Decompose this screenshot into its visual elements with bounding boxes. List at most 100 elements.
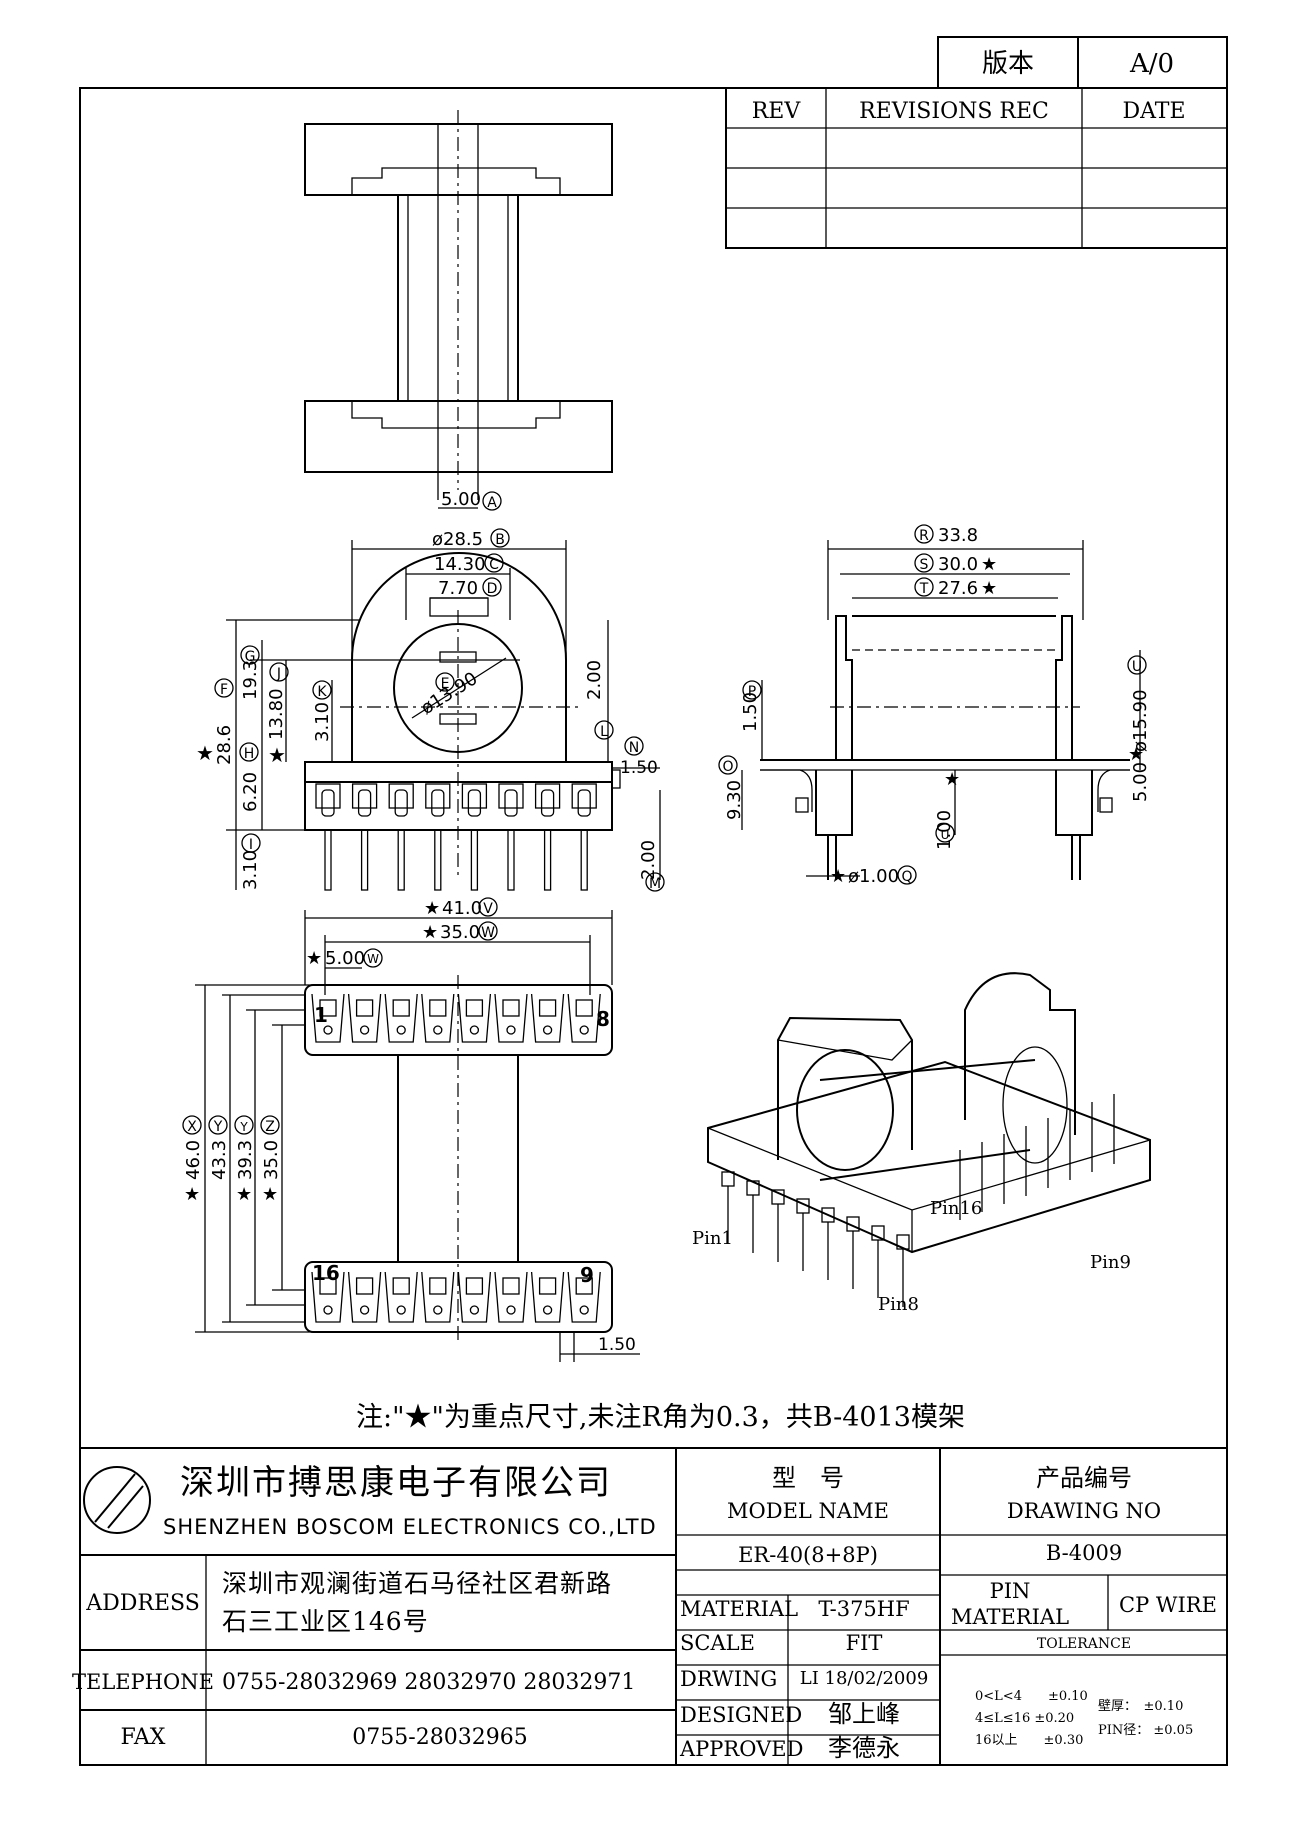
pin-hole xyxy=(542,1025,553,1035)
svg-text:★: ★ xyxy=(424,898,440,919)
tolerance-row2: 4≤L≤16 ±0.20 xyxy=(975,1711,1074,1726)
model-value: ER-40(8+8P) xyxy=(738,1543,878,1567)
pin-8-label: 8 xyxy=(596,1007,610,1031)
pin-slot xyxy=(421,1271,455,1323)
revision-value: A/0 xyxy=(1129,49,1174,79)
dim-u-value: ø15.90 xyxy=(1130,689,1151,752)
pin-head xyxy=(431,789,445,817)
svg-text:★: ★ xyxy=(236,1184,252,1205)
svg-text:N: N xyxy=(629,740,639,756)
pin-pad xyxy=(575,999,593,1017)
revision-box: 版本 A/0 xyxy=(937,36,1228,89)
pin-pad xyxy=(319,1277,337,1295)
telephone-label: TELEPHONE xyxy=(72,1670,214,1694)
svg-text:X: X xyxy=(187,1119,197,1135)
pin-material-label-1: PIN xyxy=(990,1579,1031,1603)
drawing-label-en: DRAWING NO xyxy=(1007,1499,1161,1523)
revision-label: 版本 xyxy=(982,49,1034,79)
dim-i-value: 3.10 xyxy=(240,850,261,890)
drawing-no-value: B-4009 xyxy=(1046,1541,1122,1565)
svg-text:★: ★ xyxy=(944,769,960,790)
svg-text:P: P xyxy=(748,684,756,700)
dim-y1-value: 39.3 xyxy=(235,1140,256,1180)
date-col-header: DATE xyxy=(1122,99,1185,124)
pin-head xyxy=(357,789,372,817)
svg-text:S: S xyxy=(920,557,929,573)
pin-hole xyxy=(359,1305,370,1315)
dim-d-value: 7.70 xyxy=(438,578,478,599)
dim-b-value: ø28.5 xyxy=(432,529,483,550)
note-text: 注:"★"为重点尺寸,未注R角为0.3，共B-4013模架 xyxy=(356,1402,965,1433)
dim-bottom-gap: 1.50 xyxy=(598,1335,636,1355)
pin-slot xyxy=(530,993,565,1043)
pin-socket xyxy=(461,783,488,809)
svg-text:T: T xyxy=(919,581,929,597)
pin-hole xyxy=(433,1025,443,1035)
svg-text:★: ★ xyxy=(981,554,997,575)
pin-slot xyxy=(311,1271,345,1323)
dim-j-value: 13.80 xyxy=(266,688,287,740)
approved-value: 李德永 xyxy=(828,1734,900,1762)
dim-t-value: 27.6 xyxy=(938,578,978,599)
svg-text:L: L xyxy=(600,724,608,740)
pin-head xyxy=(540,789,555,817)
pin-hole xyxy=(469,1025,480,1035)
svg-text:U: U xyxy=(1132,659,1142,675)
pin-slot xyxy=(457,1271,492,1323)
pin-slot xyxy=(347,1271,382,1323)
address-line1: 深圳市观澜街道石马径社区君新路 xyxy=(222,1569,612,1598)
dim-z-value: 35.0 xyxy=(261,1140,282,1180)
pin-head xyxy=(394,789,408,817)
tolerance-row3: 16以上 ±0.30 xyxy=(975,1733,1083,1748)
company-logo xyxy=(83,1466,151,1534)
pin-slot xyxy=(384,1271,418,1323)
top-view: 5.00 A xyxy=(304,110,613,511)
pin-socket xyxy=(571,783,597,809)
dim-l-value: 2.00 xyxy=(584,660,605,700)
model-label-en: MODEL NAME xyxy=(727,1499,889,1523)
iso-pin16-label: Pin16 xyxy=(930,1198,982,1219)
pin-pad xyxy=(538,1277,557,1295)
dim-w-value: 35.0 xyxy=(440,922,480,943)
dim-k-value: 3.10 xyxy=(312,702,333,742)
svg-text:H: H xyxy=(244,746,255,762)
svg-text:★: ★ xyxy=(1128,744,1144,765)
svg-text:★: ★ xyxy=(196,741,214,765)
svg-text:★: ★ xyxy=(262,1184,278,1205)
pin-hole xyxy=(506,1025,516,1035)
dim-x-value: 46.0 xyxy=(183,1140,204,1180)
dim-a-value: 5.00 xyxy=(441,489,481,510)
dim-c-value: 14.30 xyxy=(434,554,486,575)
pin-9-label: 9 xyxy=(580,1263,594,1287)
dim-r-value: 33.8 xyxy=(938,525,978,546)
dim-o-value: 9.30 xyxy=(724,780,745,820)
telephone-value: 0755-28032969 28032970 28032971 xyxy=(222,1670,635,1695)
svg-text:W: W xyxy=(367,952,379,966)
material-value: T-375HF xyxy=(818,1597,909,1621)
svg-text:★: ★ xyxy=(184,1184,200,1205)
pin-hole xyxy=(579,1025,589,1035)
pin-pad xyxy=(355,1277,374,1295)
drwing-value: LI 18/02/2009 xyxy=(800,1668,929,1689)
tolerance-pin: PIN径： ±0.05 xyxy=(1098,1723,1193,1738)
dim-g-value: 19.3 xyxy=(240,660,261,700)
pin-pad xyxy=(575,1277,593,1295)
dim-v-value: 41.0 xyxy=(442,898,482,919)
pin-lead xyxy=(397,829,405,891)
pin-lead xyxy=(507,829,515,891)
pin-hole xyxy=(396,1305,406,1315)
pin-pad xyxy=(429,1277,447,1295)
pin-pad xyxy=(392,1277,410,1295)
company-name-en: SHENZHEN BOSCOM ELECTRONICS CO.,LTD xyxy=(163,1515,657,1539)
pin-pad xyxy=(392,999,410,1017)
iso-pin1-label: Pin1 xyxy=(692,1228,733,1249)
pin-socket xyxy=(351,783,378,809)
dim-q-value: ø1.00 xyxy=(848,866,899,887)
pin-hole xyxy=(396,1025,406,1035)
pin-slot xyxy=(384,993,418,1043)
pin-material-value: CP WIRE xyxy=(1119,1593,1217,1617)
pin-head xyxy=(577,789,591,817)
svg-text:Z: Z xyxy=(265,1119,275,1135)
pin-pad xyxy=(538,999,557,1017)
